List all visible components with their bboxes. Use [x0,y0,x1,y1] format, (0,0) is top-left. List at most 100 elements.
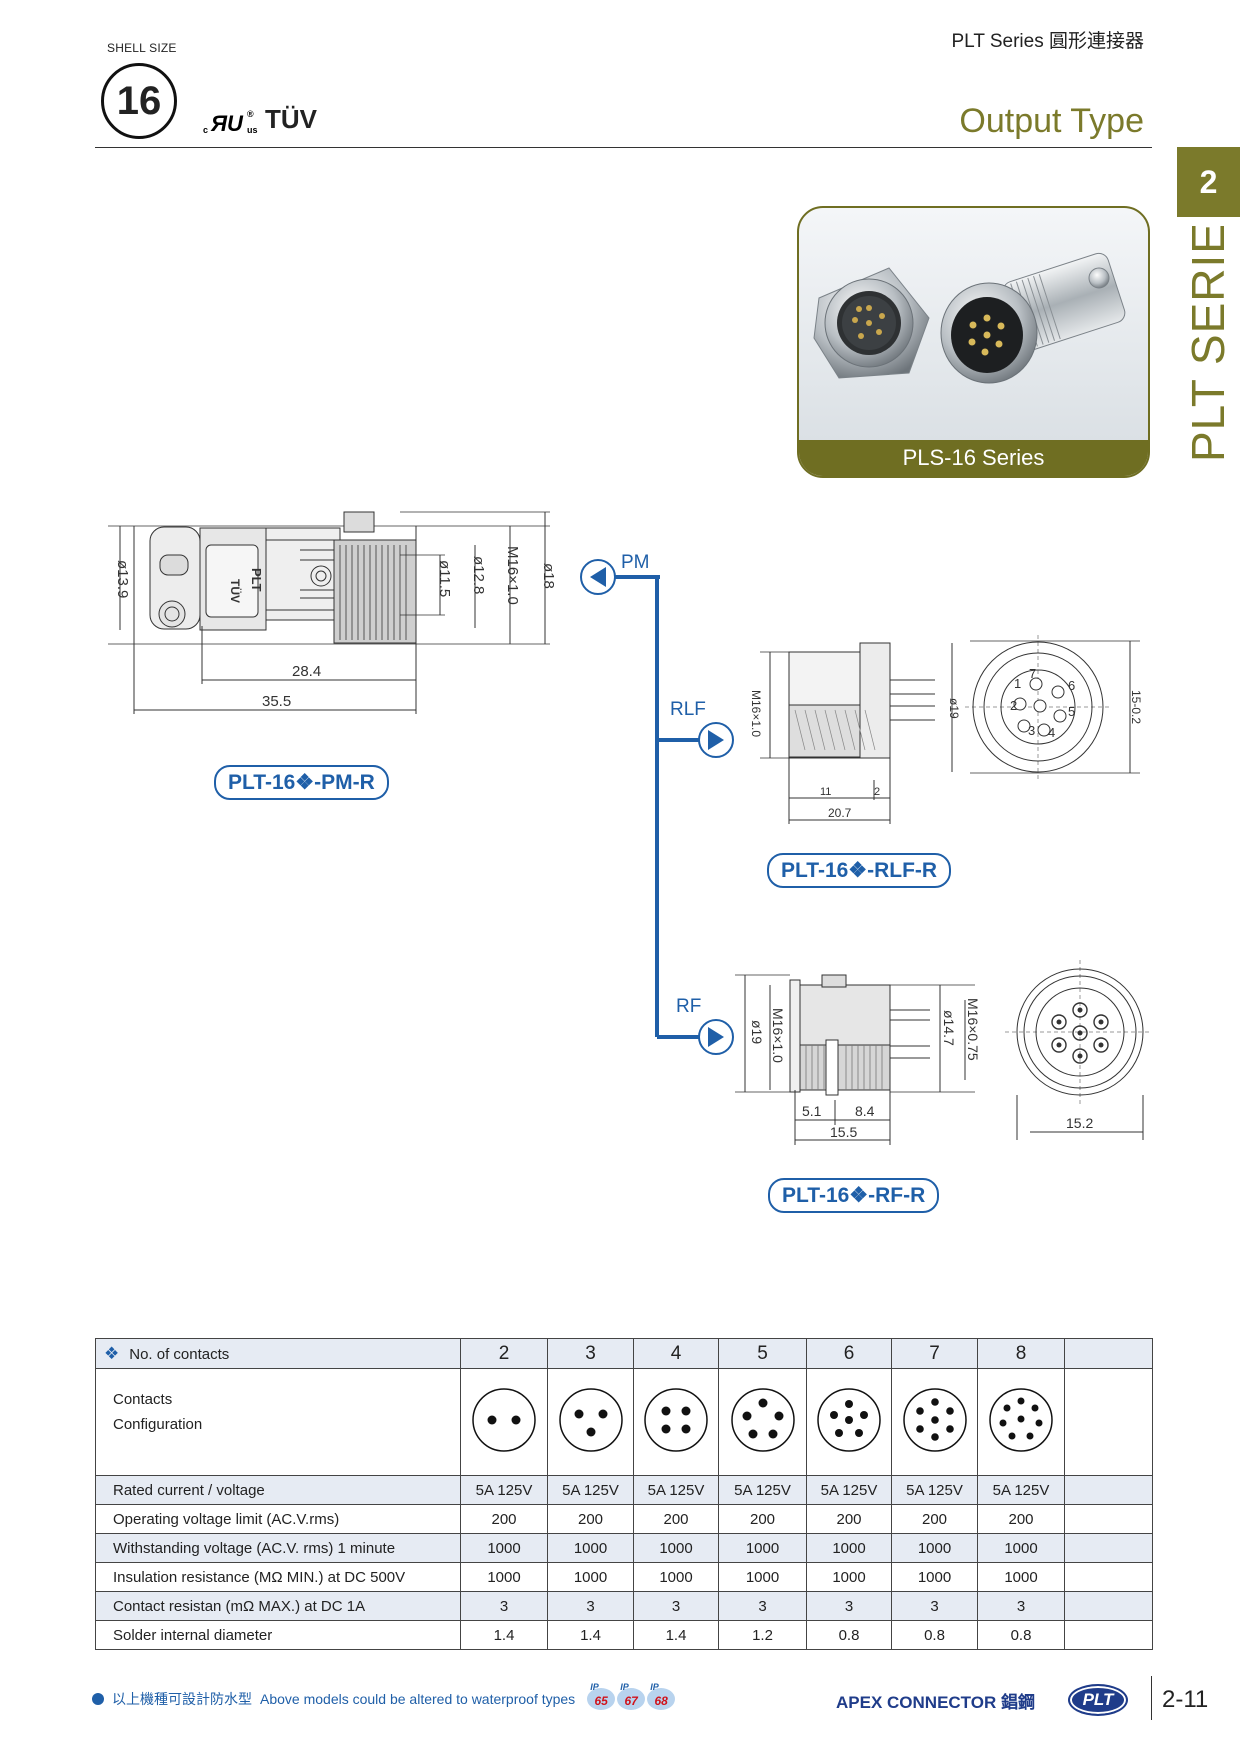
page-number-divider [1151,1676,1152,1720]
branch-tree [580,559,734,1055]
rlf-pin-6: 6 [1068,678,1075,693]
cell: 1.2 [718,1620,807,1650]
cell: 200 [460,1504,548,1534]
footer-note-en: Above models could be altered to waterpr… [260,1691,576,1707]
row-label: Operating voltage limit (AC.V.rms) [95,1504,461,1534]
contacts-count: 7 [891,1338,978,1369]
cell: 5A 125V [547,1475,634,1505]
svg-text:®: ® [247,109,254,119]
rlf-pin-4: 4 [1048,725,1055,740]
contacts-count: 4 [633,1338,719,1369]
pin-layout-8-icon [989,1388,1053,1452]
cell: 1000 [460,1562,548,1592]
row-label: Rated current / voltage [95,1475,461,1505]
rlf-dim-6: 15-0.2 [1129,690,1143,724]
branch-label-rlf: RLF [670,699,706,720]
rlf-dim-1: M16×1.0 [749,690,763,737]
pin-layout-4-icon [644,1388,708,1452]
cell: 200 [547,1504,634,1534]
cell: 200 [891,1504,978,1534]
photo-caption: PLS-16 Series [799,440,1148,476]
cell: 3 [460,1591,548,1621]
ip-prefix: IP [620,1682,629,1692]
rf-dim-6: 8.4 [855,1103,875,1119]
section-title: Output Type [959,102,1144,140]
cell: 1000 [718,1533,807,1563]
row-label: Contact resistan (mΩ MAX.) at DC 1A [95,1591,461,1621]
cell: 0.8 [806,1620,892,1650]
header-label: No. of contacts [129,1345,230,1363]
pm-drawing: PLT TÜV [108,511,550,714]
model-label-rlf: PLT-16❖-RLF-R [767,853,952,888]
header-divider [95,147,1152,148]
shell-size-badge: 16 [101,63,177,139]
spec-table: ❖No. of contacts 2 3 4 5 6 7 8 Contacts … [95,1338,1153,1650]
cell: 3 [806,1591,892,1621]
rlf-dim-5: 20.7 [828,806,852,820]
rf-dim-5: 5.1 [802,1103,822,1119]
model-label-rf: PLT-16❖-RF-R [768,1178,940,1213]
rf-dim-8: 15.2 [1066,1115,1093,1131]
cell: 200 [718,1504,807,1534]
side-title-text: PLT SERIES [1182,226,1234,462]
diamond-icon: ❖ [104,1343,120,1363]
shell-size-value: 16 [116,78,162,123]
connector-photo-image [813,252,1126,384]
config-label-line1: Contacts [113,1391,173,1408]
tuv-mark: TÜV [265,104,317,134]
cell: 0.8 [977,1620,1065,1650]
rlf-pin-5: 5 [1068,704,1075,719]
contacts-count: 2 [460,1338,548,1369]
cell: 5A 125V [977,1475,1065,1505]
footer-note-cn: 以上機種可設計防水型 [112,1691,252,1707]
cell: 1000 [547,1562,634,1592]
cell: 1000 [460,1533,548,1563]
pm-dim-6: 28.4 [292,663,321,680]
pin-layout-3-icon [558,1388,623,1452]
cell: 1000 [633,1562,719,1592]
page-number: 2-11 [1162,1686,1209,1713]
pm-dim-7: 35.5 [262,693,291,710]
chapter-tab: 2 [1177,147,1240,217]
rf-dim-4: ø14.7 [941,1010,957,1046]
cell: 3 [547,1591,634,1621]
svg-text:PLT: PLT [249,568,264,592]
cell: 5A 125V [891,1475,978,1505]
chapter-number: 2 [1199,163,1218,200]
rf-dim-3: M16×0.75 [965,998,981,1061]
footer-note: 以上機種可設計防水型 Above models could be altered… [92,1682,676,1710]
cell: 3 [718,1591,807,1621]
cell: 5A 125V [718,1475,807,1505]
config-row: Contacts Configuration [95,1368,1153,1476]
technical-drawings: PLT TÜV ø13.9 ø11.5 ø12.8 M16×1.0 ø18 [108,511,1150,1145]
cell: 1000 [718,1562,807,1592]
branch-label-rf: RF [676,996,701,1017]
cell: 200 [633,1504,719,1534]
cell: 200 [977,1504,1065,1534]
cell: 3 [977,1591,1065,1621]
pm-dim-3: ø12.8 [470,556,487,594]
rlf-pin-3: 3 [1028,723,1035,738]
brand-name: APEX CONNECTOR 錩鋼 [836,1693,1035,1712]
row-label: Withstanding voltage (AC.V. rms) 1 minut… [95,1533,461,1563]
model-label-pm: PLT-16❖-PM-R [214,765,389,800]
rf-dim-1: ø19 [749,1020,765,1044]
cell: 3 [891,1591,978,1621]
table-row: Withstanding voltage (AC.V. rms) 1 minut… [95,1533,1153,1563]
ip-prefix: IP [650,1682,659,1692]
rlf-dim-2: ø19 [947,698,961,719]
table-header-row: ❖No. of contacts 2 3 4 5 6 7 8 [95,1338,1153,1369]
svg-text:ЯU: ЯU [210,111,244,135]
product-photo: PLS-16 Series [797,206,1150,478]
pin-layout-6-icon [817,1388,881,1452]
rf-drawing [735,960,1150,1145]
pm-dim-5: ø18 [540,563,557,589]
pm-dim-1: ø13.9 [114,560,131,598]
contacts-count: 5 [718,1338,807,1369]
cell: 1000 [977,1533,1065,1563]
